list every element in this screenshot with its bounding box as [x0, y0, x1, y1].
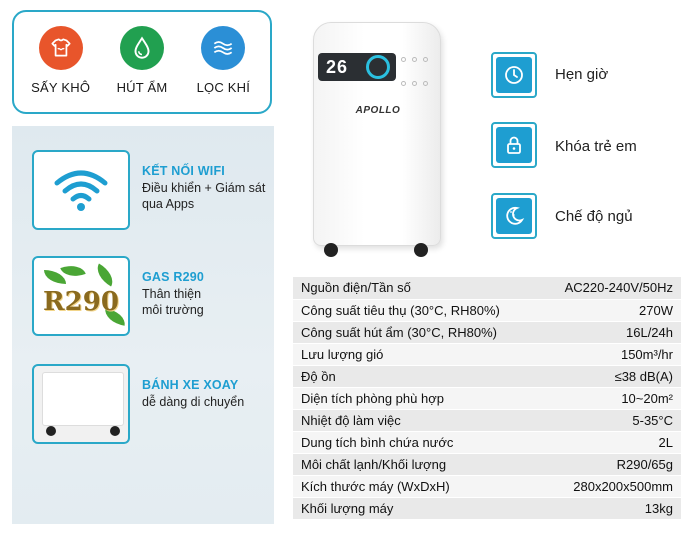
feature-gas-desc: Thân thiện môi trường — [142, 287, 204, 317]
spec-value: 150m³/hr — [538, 343, 681, 366]
spec-value: ≤38 dB(A) — [538, 365, 681, 388]
spec-name: Dung tích bình chứa nước — [293, 431, 539, 454]
wifi-icon — [32, 150, 130, 230]
r290-badge-text: R290 — [43, 287, 119, 317]
feature-dehumidify: HÚT ẨM — [102, 26, 182, 95]
feature-air-filter-label: LỌC KHÍ — [196, 80, 251, 95]
spec-value: AC220-240V/50Hz — [538, 277, 681, 300]
left-feature-panel: KẾT NỐI WIFI Điều khiển + Giám sát qua A… — [12, 126, 274, 524]
device-brand-logo: APOLLO — [355, 105, 401, 116]
spec-name: Độ ồn — [293, 365, 539, 388]
feature-wifi-title: KẾT NỐI WIFI — [142, 164, 225, 178]
spec-name: Kích thước máy (WxDxH) — [293, 475, 539, 498]
spec-row: Độ ồn≤38 dB(A) — [293, 365, 681, 388]
wheel-base-image — [32, 364, 130, 444]
feature-wheels: BÁNH XE XOAY dễ dàng di chuyển — [32, 364, 262, 446]
feature-gas-title: GAS R290 — [142, 270, 205, 284]
feature-wheels-title: BÁNH XE XOAY — [142, 378, 239, 392]
sleep-mode-label: Chế độ ngủ — [555, 208, 633, 225]
wheel-left — [324, 243, 338, 257]
feature-wifi-desc: Điều khiển + Giám sát qua Apps — [142, 181, 266, 211]
r290-leaf-badge: R290 — [32, 256, 130, 336]
spec-name: Công suất hút ẩm (30°C, RH80%) — [293, 321, 539, 344]
spec-row: Công suất hút ẩm (30°C, RH80%)16L/24h — [293, 321, 681, 344]
air-wave-icon — [201, 26, 246, 70]
feature-gas: R290 GAS R290 Thân thiện môi trường — [32, 256, 262, 338]
feature-wifi: KẾT NỐI WIFI Điều khiển + Giám sát qua A… — [32, 150, 265, 232]
spec-name: Lưu lượng gió — [293, 343, 539, 366]
feature-card-top: SẤY KHÔ HÚT ẨM LỌC KHÍ — [12, 10, 272, 114]
device-display-panel: 26 — [318, 53, 396, 81]
device-display-value: 26 — [326, 57, 349, 77]
lock-icon — [491, 122, 537, 168]
device-button-dots — [398, 51, 438, 93]
spec-value: 13kg — [538, 497, 681, 520]
moon-stars-icon — [491, 193, 537, 239]
shirt-heat-icon — [38, 26, 83, 70]
spec-row: Công suất tiêu thụ (30°C, RH80%)270W — [293, 299, 681, 322]
feature-drying: SẤY KHÔ — [21, 26, 101, 95]
wheel-right — [414, 243, 428, 257]
dehumidifier-product-image: 26 APOLLO — [313, 22, 441, 257]
spec-value: 5-35°C — [538, 409, 681, 432]
spec-value: R290/65g — [538, 453, 681, 476]
clock-icon — [491, 52, 537, 98]
spec-name: Công suất tiêu thụ (30°C, RH80%) — [293, 299, 539, 322]
spec-value: 270W — [538, 299, 681, 322]
feature-air-filter: LỌC KHÍ — [183, 26, 263, 95]
spec-value: 10~20m² — [538, 387, 681, 410]
child-lock-label: Khóa trẻ em — [555, 138, 637, 155]
feature-drying-label: SẤY KHÔ — [31, 80, 91, 95]
feature-wheels-desc: dễ dàng di chuyển — [142, 395, 245, 409]
spec-name: Môi chất lạnh/Khối lượng — [293, 453, 539, 476]
spec-value: 16L/24h — [538, 321, 681, 344]
feature-dehumidify-label: HÚT ẨM — [116, 80, 168, 95]
spec-name: Diện tích phòng phù hợp — [293, 387, 539, 410]
spec-value: 280x200x500mm — [538, 475, 681, 498]
spec-name: Khối lượng máy — [293, 497, 539, 520]
timer-label: Hẹn giờ — [555, 66, 609, 83]
spec-name: Nhiệt độ làm việc — [293, 409, 539, 432]
water-drop-icon — [119, 26, 164, 70]
power-ring-icon — [366, 55, 390, 79]
spec-value: 2L — [538, 431, 681, 454]
spec-name: Nguồn điện/Tần số — [293, 277, 539, 300]
spec-row: Kích thước máy (WxDxH)280x200x500mm — [293, 475, 681, 498]
